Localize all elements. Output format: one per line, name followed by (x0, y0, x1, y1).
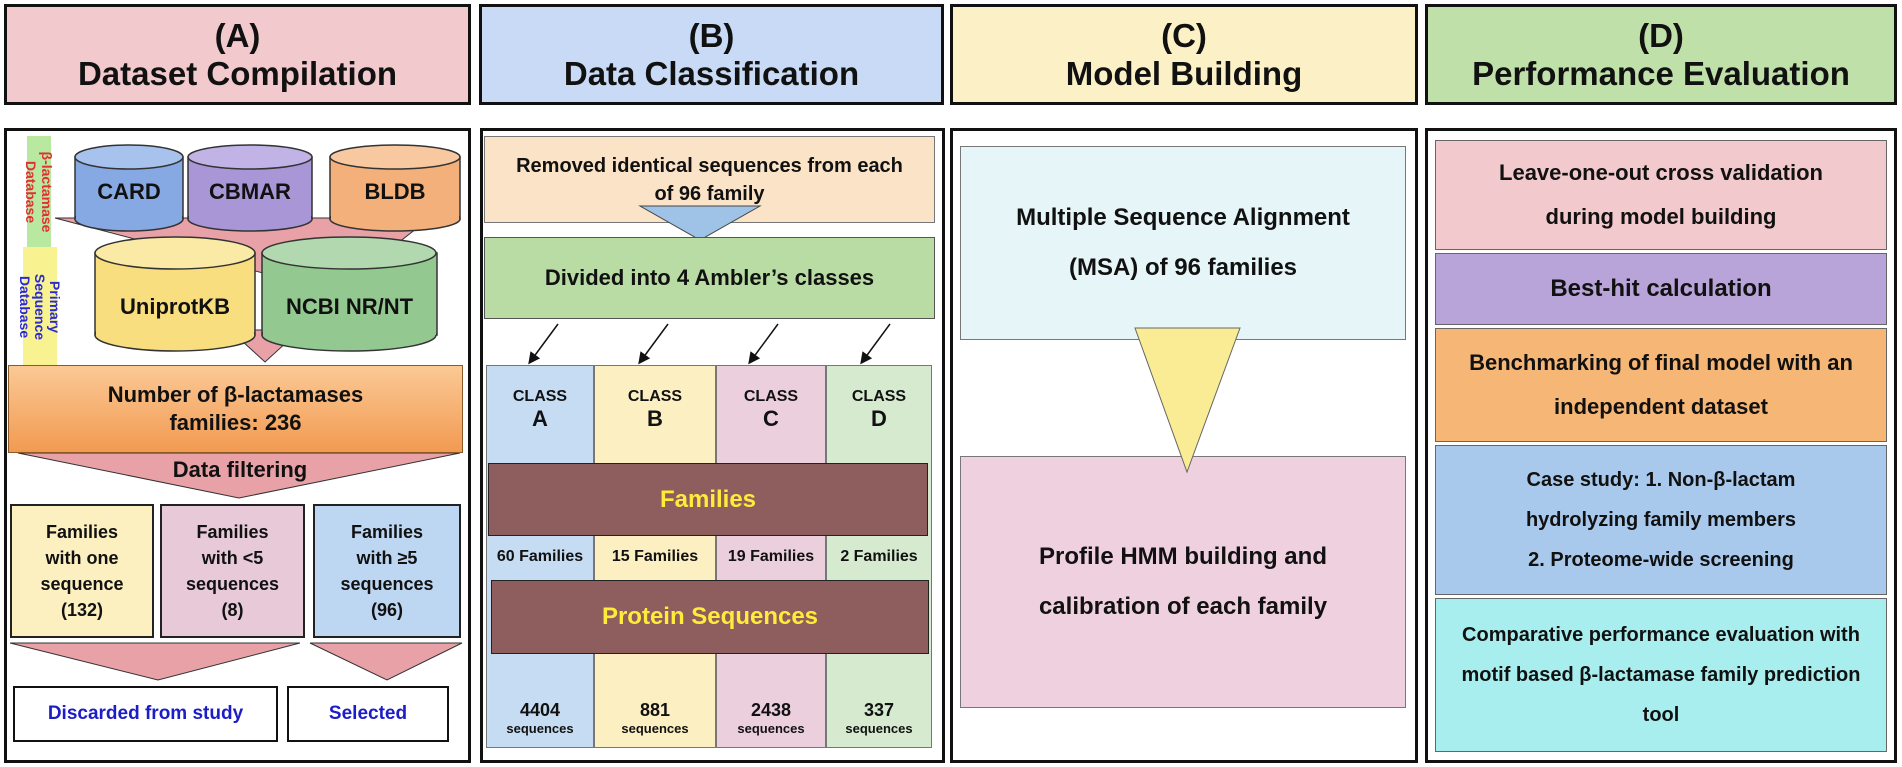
eval-step-comparative: Comparative performance evaluation with … (1435, 598, 1887, 752)
family-count-c: 19 Families (727, 548, 815, 565)
families-bar: Families (488, 463, 928, 536)
header-d-letter: (D) (1638, 16, 1684, 54)
eval-step-benchmarking: Benchmarking of final model with an inde… (1435, 328, 1887, 442)
arrow-to-class-b (638, 323, 669, 365)
class-column-c (716, 365, 826, 748)
seq-count-c: 2438 sequences (737, 700, 805, 736)
card-cylinder (74, 144, 184, 232)
seq-count-b: 881 sequences (621, 700, 689, 736)
db-uniprotkb-label: UniprotKB (120, 294, 230, 319)
class-d-label: CLASS D (851, 388, 907, 431)
arrow-to-class-c (748, 323, 779, 365)
class-column-d (826, 365, 932, 748)
discard-arrow (9, 642, 301, 681)
select-arrow (309, 642, 463, 681)
beta-lactamase-db-label: β-lactamase Database (23, 136, 55, 248)
group-lt5-sequences: Families with <5 sequences (8) (160, 504, 305, 638)
group-one-sequence: Families with one sequence (132) (10, 504, 154, 638)
panel-c-arrow-svg (1134, 327, 1241, 474)
header-c-title: Model Building (1065, 54, 1303, 92)
seq-count-d: 337 sequences (845, 700, 913, 736)
cbmar-cylinder (187, 144, 313, 232)
hmm-box: Profile HMM building and calibration of … (960, 456, 1406, 708)
family-count-a: 60 Families (496, 548, 584, 565)
eval-step-best-hit: Best-hit calculation (1435, 253, 1887, 325)
case-study-proteome: 2. Proteome-wide screening (1528, 549, 1794, 571)
uniprotkb-cylinder (94, 236, 256, 352)
msa-to-hmm-arrow (1134, 327, 1241, 474)
eval-step-case-study: Case study: 1. Non-β-lactam hydrolyzing … (1435, 445, 1887, 595)
db-card-label: CARD (97, 179, 161, 204)
divided-box: Divided into 4 Ambler’s classes (484, 237, 935, 319)
header-c-letter: (C) (1161, 16, 1207, 54)
eval-step-loocv: Leave-one-out cross validation during mo… (1435, 140, 1887, 250)
arrow-to-class-a (528, 323, 559, 365)
data-filtering-label: Data filtering (172, 457, 308, 482)
msa-box: Multiple Sequence Alignment (MSA) of 96 … (960, 146, 1406, 340)
class-column-a (486, 365, 594, 748)
header-d: (D) Performance Evaluation (1425, 4, 1897, 105)
class-a-label: CLASS A (512, 388, 568, 431)
header-a-letter: (A) (214, 16, 261, 54)
bldb-cylinder (329, 144, 461, 232)
db-ncbi-label: NCBI NR/NT (285, 294, 414, 319)
primary-sequence-db-label: Primary Sequence Database (18, 247, 64, 367)
db-cbmar-label: CBMAR (209, 179, 291, 204)
header-b: (B) Data Classification (479, 4, 944, 105)
selected-box: Selected (287, 686, 449, 742)
family-count-b: 15 Families (611, 548, 699, 565)
header-b-letter: (B) (688, 16, 735, 54)
discarded-box: Discarded from study (13, 686, 278, 742)
group-ge5-sequences: Families with ≥5 sequences (96) (313, 504, 461, 638)
ncbi-cylinder (261, 236, 438, 352)
seq-count-a: 4404 sequences (506, 700, 574, 736)
header-b-title: Data Classification (563, 54, 860, 92)
removed-to-divided-arrow (638, 205, 762, 241)
panel-a-graphics (9, 144, 463, 681)
arrow-to-class-d (860, 323, 891, 365)
header-d-title: Performance Evaluation (1472, 54, 1850, 92)
db-bldb-label: BLDB (364, 179, 426, 204)
class-b-label: CLASS B (627, 388, 683, 431)
class-column-b (594, 365, 716, 748)
families-count-box: Number of β-lactamases families: 236 (8, 365, 463, 453)
protein-sequences-bar: Protein Sequences (491, 580, 929, 654)
class-arrows-svg (528, 323, 891, 365)
family-count-d: 2 Families (840, 548, 918, 565)
header-a: (A) Dataset Compilation (4, 4, 471, 105)
header-c: (C) Model Building (950, 4, 1418, 105)
filtering-arrow (17, 452, 461, 499)
class-c-label: CLASS C (743, 388, 799, 431)
panel-b-arrow-svg (638, 205, 762, 241)
header-a-title: Dataset Compilation (77, 54, 398, 92)
